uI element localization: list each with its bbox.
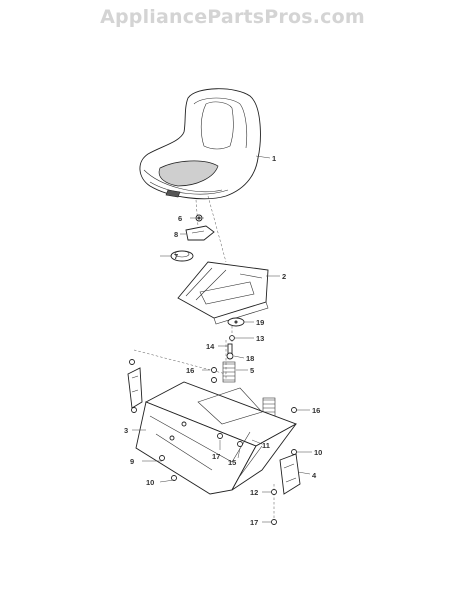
callout-label: 19 [256,318,264,327]
callout-label: 9 [130,457,134,466]
bolt-part[interactable] [291,407,297,413]
callout-label: 16 [312,406,320,415]
callout-label: 12 [250,488,258,497]
bracket-part[interactable] [185,225,215,241]
bolt-part[interactable] [271,489,277,495]
callout-label: 17 [212,452,220,461]
callout-label: 18 [246,354,254,363]
bolt-part[interactable] [271,519,277,525]
callout-label: 10 [314,448,322,457]
callout-label: 14 [206,342,215,351]
seat-part[interactable] [139,88,261,200]
washer-part[interactable] [227,317,245,327]
callout-label: 3 [124,426,128,435]
pin-part[interactable] [229,335,235,341]
knob-part[interactable] [170,250,194,262]
callout-label: 1 [272,154,276,163]
seat-pan-part[interactable] [177,261,269,325]
callout-label: 7 [174,252,178,261]
bolt-part[interactable] [211,367,217,373]
callout-label: 15 [228,458,236,467]
spring-part[interactable] [222,361,236,383]
callout-label: 5 [250,366,254,375]
callout-label: 6 [178,214,182,223]
callout-label: 17 [250,518,258,527]
callout-label: 4 [312,471,317,480]
left-bracket-part[interactable] [127,359,143,413]
callout-label: 10 [146,478,154,487]
callout-label: 13 [256,334,264,343]
bolt-part[interactable] [226,343,234,360]
callout-label: 11 [262,441,270,450]
watermark-text: AppliancePartsPros.com [100,6,365,28]
callout-label: 2 [282,272,286,281]
frame-part[interactable] [135,377,298,495]
right-bracket-part[interactable] [279,449,301,495]
callout-label: 8 [174,230,178,239]
callout-label: 16 [186,366,194,375]
